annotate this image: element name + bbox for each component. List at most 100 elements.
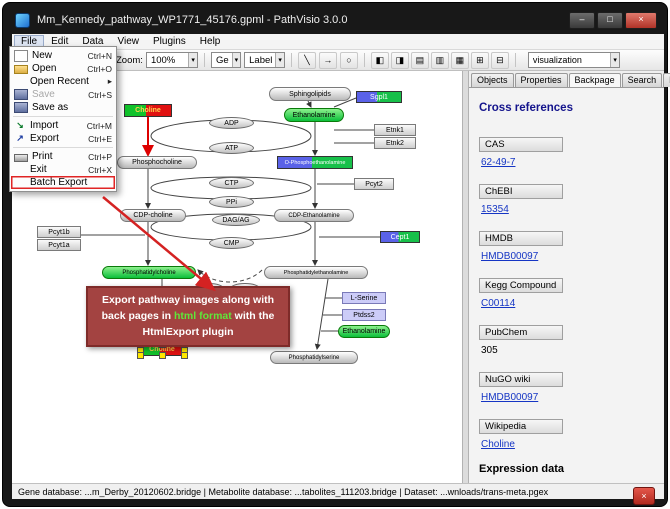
menu-item-batch-export[interactable]: Batch Export bbox=[11, 176, 115, 189]
visualization-dropdown-arrow-icon[interactable]: ▾ bbox=[610, 53, 619, 67]
common-height-icon[interactable]: ⊟ bbox=[490, 51, 509, 69]
tab-objects[interactable]: Objects bbox=[471, 73, 514, 87]
xref-link[interactable]: HMDB00097 bbox=[481, 251, 539, 262]
xref-link[interactable]: 15354 bbox=[481, 204, 509, 215]
node-sphingolipids[interactable]: Sphingolipids bbox=[269, 87, 351, 101]
tab-properties[interactable]: Properties bbox=[514, 73, 568, 87]
node-pcyt2[interactable]: Pcyt2 bbox=[354, 178, 394, 190]
node-etnk2[interactable]: Etnk2 bbox=[374, 137, 416, 149]
statusbar-text: Gene database: ...m_Derby_20120602.bridg… bbox=[18, 486, 549, 497]
new-icon bbox=[14, 49, 28, 62]
menu-shortcut: Ctrl+N bbox=[87, 50, 112, 61]
node-phosphatidylserine[interactable]: Phosphatidylserine bbox=[270, 351, 358, 364]
menu-item-label: Open bbox=[32, 63, 57, 74]
node-pcyt1b[interactable]: Pcyt1b bbox=[37, 226, 81, 238]
node-ppi[interactable]: PPi bbox=[209, 196, 254, 208]
save-icon bbox=[14, 89, 28, 100]
node-pcyt1a[interactable]: Pcyt1a bbox=[37, 239, 81, 251]
zoom-combobox[interactable]: 100% ▾ bbox=[145, 52, 198, 68]
node-ethanolamine[interactable]: Ethanolamine bbox=[284, 108, 344, 122]
tab-legend[interactable]: Legend bbox=[663, 73, 670, 87]
align-center-x-icon[interactable]: ◧ bbox=[370, 51, 389, 69]
menu-item-label: Export bbox=[30, 133, 59, 144]
menu-item-save[interactable]: Save Ctrl+S bbox=[11, 88, 115, 101]
maximize-button[interactable]: □ bbox=[597, 11, 623, 29]
menubar-item-edit[interactable]: Edit bbox=[51, 36, 69, 47]
close-button[interactable]: × bbox=[625, 11, 657, 29]
menu-item-label: Print bbox=[32, 151, 53, 162]
label-dropdown-arrow-icon[interactable]: ▾ bbox=[275, 53, 284, 67]
align-left-icon[interactable]: ▤ bbox=[410, 51, 429, 69]
menu-item-open-recent[interactable]: Open Recent▸ bbox=[11, 75, 115, 88]
xref-header: CAS bbox=[479, 137, 563, 152]
shape-tool-dropdown-icon[interactable]: ○ bbox=[339, 51, 358, 69]
node-phosphatidylcholine[interactable]: Phosphatidylcholine bbox=[102, 266, 196, 279]
panel-splitter[interactable] bbox=[462, 71, 469, 483]
gene-dropdown-arrow-icon[interactable]: ▾ bbox=[231, 53, 241, 67]
menubar-item-view[interactable]: View bbox=[117, 36, 139, 47]
menu-item-print[interactable]: Print Ctrl+P bbox=[11, 150, 115, 163]
node-o-phosphoethanolamine[interactable]: O-Phosphoethanolamine bbox=[277, 156, 353, 169]
node-etnk1[interactable]: Etnk1 bbox=[374, 124, 416, 136]
arrow-tool-icon[interactable]: → bbox=[318, 51, 337, 69]
node-cdp-ethanolamine[interactable]: CDP-Ethanolamine bbox=[274, 209, 354, 222]
tab-backpage[interactable]: Backpage bbox=[568, 73, 621, 87]
align-center-y-icon[interactable]: ◨ bbox=[390, 51, 409, 69]
node-choline[interactable]: Choline bbox=[124, 104, 172, 117]
menu-shortcut: Ctrl+S bbox=[88, 89, 112, 100]
node-dag-ag[interactable]: DAG/AG bbox=[212, 214, 260, 226]
node-phosphatidylethanolamine[interactable]: Phosphatidylethanolamine bbox=[264, 266, 368, 279]
toolbar-separator bbox=[363, 53, 365, 67]
menu-item-save-as[interactable]: Save as bbox=[11, 101, 115, 114]
xref-link[interactable]: Choline bbox=[481, 439, 515, 450]
selection-handle[interactable] bbox=[181, 352, 188, 359]
node-ctp[interactable]: CTP bbox=[209, 177, 254, 189]
sidebar-tabs: ObjectsPropertiesBackpageSearchLegend bbox=[469, 71, 670, 87]
node-cmp[interactable]: CMP bbox=[209, 237, 254, 249]
node-phosphocholine[interactable]: Phosphocholine bbox=[117, 156, 197, 169]
line-tool-icon[interactable]: ╲ bbox=[297, 51, 316, 69]
node-ethanolamine[interactable]: Ethanolamine bbox=[338, 325, 390, 338]
node-adp[interactable]: ADP bbox=[209, 117, 254, 129]
menu-shortcut: Ctrl+P bbox=[88, 151, 112, 162]
align-right-icon[interactable]: ▥ bbox=[430, 51, 449, 69]
menubar-item-data[interactable]: Data bbox=[82, 36, 104, 47]
node-atp[interactable]: ATP bbox=[209, 142, 254, 154]
menubar-item-help[interactable]: Help bbox=[199, 36, 221, 47]
node-ptdss2[interactable]: Ptdss2 bbox=[342, 309, 386, 321]
menu-item-label: Save bbox=[32, 89, 55, 100]
menubar-item-plugins[interactable]: Plugins bbox=[152, 36, 186, 47]
menu-item-label: Exit bbox=[30, 164, 47, 175]
datanode-type-dropdown[interactable]: Ge ▾ bbox=[210, 52, 242, 68]
selection-handle[interactable] bbox=[137, 352, 144, 359]
visualization-dropdown[interactable]: visualization ▾ bbox=[527, 52, 620, 68]
xref-link[interactable]: 62-49-7 bbox=[481, 157, 516, 168]
label-tool-label: Label bbox=[249, 54, 273, 66]
xref-link[interactable]: HMDB00097 bbox=[481, 392, 539, 403]
callout-text-before: Export pathway images along with back pa… bbox=[101, 294, 275, 322]
tab-search[interactable]: Search bbox=[621, 73, 663, 87]
align-top-icon[interactable]: ▦ bbox=[450, 51, 469, 69]
overlay-close-button[interactable]: × bbox=[633, 487, 655, 505]
selection-handle[interactable] bbox=[159, 352, 166, 359]
common-width-icon[interactable]: ⊞ bbox=[470, 51, 489, 69]
titlebar[interactable]: Mm_Kennedy_pathway_WP1771_45176.gpml - P… bbox=[15, 9, 657, 31]
xref-link[interactable]: C00114 bbox=[481, 298, 516, 309]
toolbar-separator bbox=[514, 53, 516, 67]
gene-tool-label: Ge bbox=[215, 54, 229, 66]
node-cdp-choline[interactable]: CDP-choline bbox=[120, 209, 186, 222]
node-cept1[interactable]: Cept1 bbox=[380, 231, 420, 243]
label-tool-dropdown[interactable]: Label ▾ bbox=[244, 52, 285, 68]
node-sgpl1[interactable]: Sgpl1 bbox=[356, 91, 402, 103]
minimize-button[interactable]: – bbox=[569, 11, 595, 29]
node-l-serine[interactable]: L-Serine bbox=[342, 292, 386, 304]
open-icon bbox=[14, 65, 28, 74]
zoom-dropdown-arrow-icon[interactable]: ▾ bbox=[188, 53, 197, 67]
